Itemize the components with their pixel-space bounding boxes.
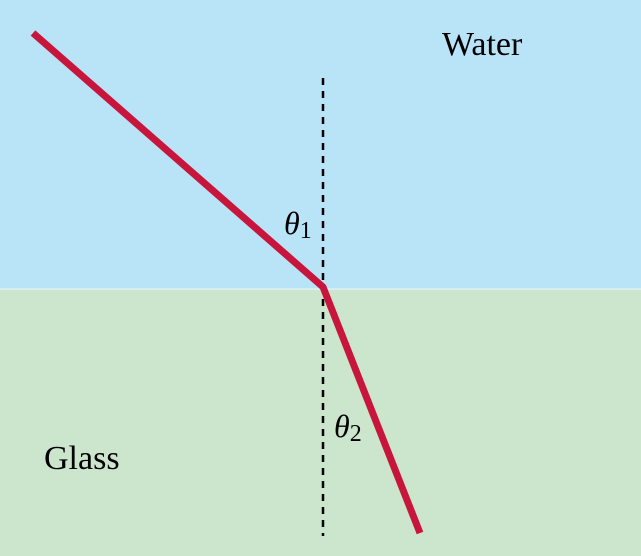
angle-theta1-label: θ1	[284, 205, 312, 244]
water-label: Water	[442, 26, 523, 63]
glass-label: Glass	[44, 440, 120, 477]
light-ray	[30, 30, 424, 535]
glass-region	[0, 289, 641, 556]
angle-theta2-label: θ2	[334, 408, 362, 447]
water-region	[0, 0, 641, 289]
